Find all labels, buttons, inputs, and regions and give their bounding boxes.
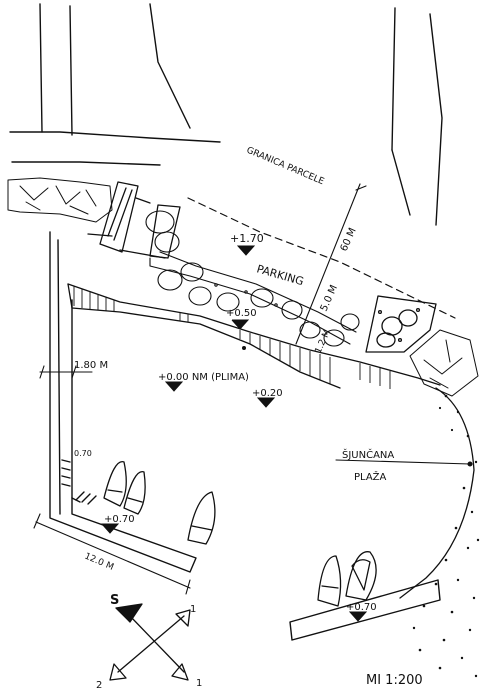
label-compass-2: 2 — [96, 680, 102, 690]
label-compass-1a: 1 — [190, 604, 196, 615]
beach-outline — [399, 387, 480, 678]
label-elev-070-right: +0.70 — [346, 602, 377, 613]
retaining-wall — [87, 181, 181, 259]
label-scale: MI 1:200 — [366, 673, 423, 688]
label-elev-050: +0.50 — [226, 308, 257, 319]
label-elev-170: +1.70 — [230, 232, 264, 245]
label-dim-070: 0.70 — [74, 449, 92, 458]
label-compass-1b: 1 — [196, 678, 202, 689]
road-lines — [9, 3, 443, 226]
planter-box — [365, 295, 437, 353]
shoreline-hatch — [67, 283, 441, 389]
label-elev-020: +0.20 — [252, 388, 283, 399]
dimension-lines — [33, 183, 473, 595]
compass-rose — [109, 603, 191, 681]
left-pier — [49, 231, 197, 573]
label-dim-50m: 5.0 M — [319, 283, 340, 313]
label-granica-parcele: GRANICA PARCELE — [245, 146, 326, 188]
label-dim-12m: 1.2 M — [314, 328, 333, 355]
label-dim-180: 1.80 M — [74, 360, 108, 371]
label-parking: PARKING — [255, 262, 305, 288]
rocks-right — [409, 329, 479, 397]
rocks-left — [7, 177, 113, 223]
label-elev-070-pier: +0.70 — [104, 514, 135, 525]
label-compass-s: S — [110, 593, 119, 608]
boats — [103, 461, 377, 607]
label-elev-000: +0.00 NM (PLIMA) — [158, 372, 249, 383]
parcel-boundary-line — [187, 197, 456, 319]
label-dim-12m-length: 12.0 M — [83, 552, 115, 573]
label-sljuncana: ŠJUNČANA — [342, 448, 394, 461]
right-pier — [289, 579, 441, 641]
elevation-markers — [100, 245, 368, 622]
walkway-path — [145, 210, 360, 347]
label-plaza: PLAŽA — [354, 470, 387, 483]
marker-dot — [242, 346, 246, 350]
